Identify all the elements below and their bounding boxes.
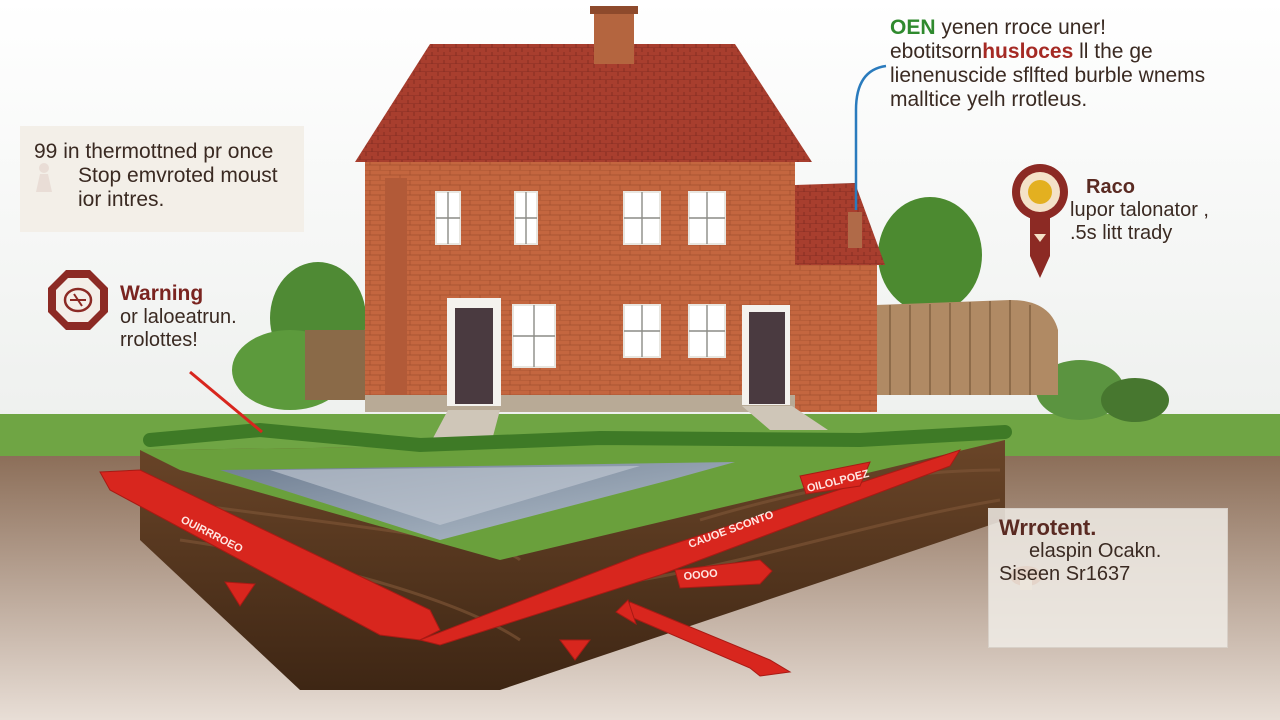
callout-line: 99 in thermottned pr once — [34, 140, 274, 163]
callout-warning: Warning or laloeatrun. rrolottes! — [120, 282, 320, 372]
house — [355, 6, 828, 455]
callout-line: Siseen Sr1637 — [999, 563, 1131, 586]
callout-title: Wrrotent. — [999, 515, 1097, 540]
octagon-warning-icon — [48, 270, 108, 330]
callout-line: ior intres. — [78, 188, 165, 212]
callout-title: Raco — [1086, 176, 1135, 198]
callout-right: Raco lupor talonator , .5s litt trady — [1070, 176, 1260, 268]
water-flow-arrows — [99, 449, 962, 677]
callout-title: Warning — [120, 282, 204, 305]
callout-top-left: 99 in thermottned pr once Stop emvroted … — [20, 126, 304, 232]
arrow — [674, 559, 773, 589]
callout-line: malltice yelh rrotleus. — [890, 88, 1088, 112]
fence-left — [305, 330, 365, 400]
arrow — [799, 461, 871, 495]
callout-line: rrolottes! — [120, 329, 198, 352]
callout-text: ebotitsorn — [890, 40, 983, 64]
topright-pointer — [854, 64, 887, 210]
arrow — [418, 449, 962, 646]
callout-line: .5s litt trady — [1070, 222, 1173, 244]
callout-highlight: husloces — [982, 40, 1074, 64]
warning-pointer — [189, 370, 263, 434]
callout-line: lupor talonator , — [1070, 199, 1209, 221]
callout-line: elaspin Ocakn. — [1029, 540, 1162, 563]
callout-line: lienenuscide sflfted burble wnems — [890, 64, 1206, 88]
arrow — [224, 581, 256, 607]
location-pin-icon — [1012, 164, 1068, 278]
arrow — [559, 639, 591, 661]
callout-line: ebotitsornhusloces ll the ge — [890, 40, 1270, 64]
callout-head: OEN — [890, 16, 936, 39]
arrow — [99, 469, 441, 641]
callout-line: Stop emvroted moust — [78, 164, 278, 188]
callout-bottom-right: Wrrotent. elaspin Ocakn. Siseen Sr1637 — [988, 508, 1228, 648]
callout-top-right: OEN yenen rroce uner! ebotitsornhusloces… — [890, 16, 1270, 136]
trees — [232, 197, 1169, 422]
callout-text: ll the ge — [1079, 40, 1153, 64]
callout-head-rest: yenen rroce uner! — [941, 16, 1106, 39]
fence-right — [875, 300, 1058, 395]
ground-cross-section — [140, 422, 1012, 690]
arrow — [615, 599, 637, 626]
ground-label: OOOO — [683, 567, 719, 583]
callout-line: OEN yenen rroce uner! — [890, 16, 1270, 40]
house-extension — [795, 183, 885, 412]
callout-line: or laloeatrun. — [120, 306, 237, 329]
